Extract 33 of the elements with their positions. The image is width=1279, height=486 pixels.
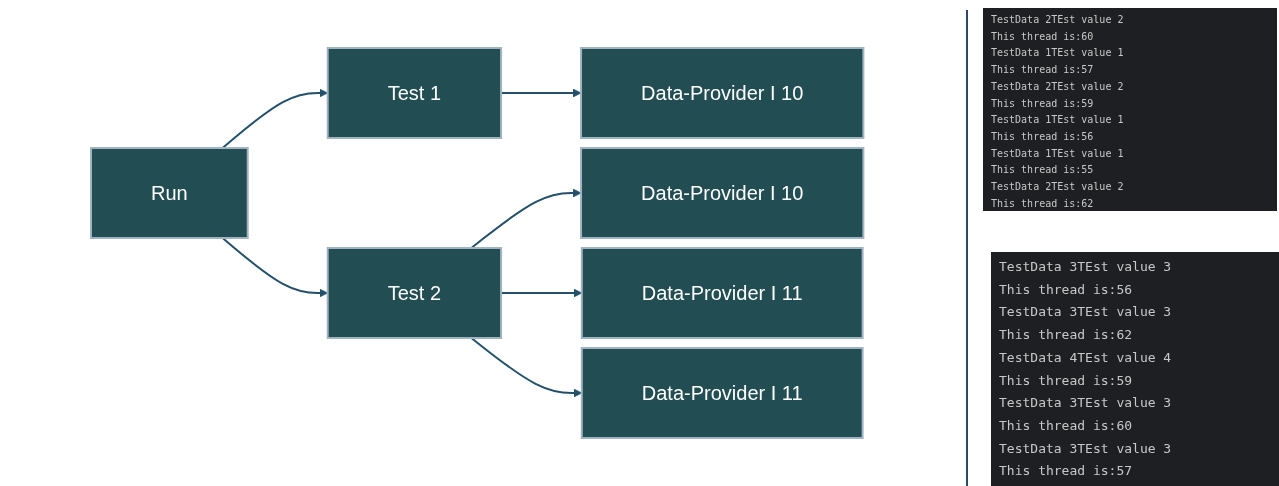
arrow xyxy=(221,88,329,149)
console-output-line: This thread is:62 xyxy=(999,326,1134,345)
node-box: Data-Provider I 11 xyxy=(581,247,864,339)
console-output-line: This thread is:59 xyxy=(991,96,1095,111)
console-output-line: This thread is:60 xyxy=(991,29,1095,44)
console-output-line: This thread is:56 xyxy=(999,280,1134,299)
console-output-line: TestData 1TEst value 1 xyxy=(991,146,1125,161)
console-output-line: This thread is:62 xyxy=(991,196,1095,211)
console-output-line: TestData 1TEst value 1 xyxy=(991,113,1125,128)
console-output-line: TestData 1TEst value 1 xyxy=(991,46,1125,61)
node-box: Test 2 xyxy=(327,247,503,339)
console-output-line: This thread is:59 xyxy=(999,371,1134,390)
node-box: Test 1 xyxy=(327,47,503,139)
arrow xyxy=(470,188,582,249)
node-box: Data-Provider I 10 xyxy=(580,47,865,139)
console-output-line: TestData 2TEst value 2 xyxy=(991,79,1125,94)
console-output-line: TestData 3TEst value 3 xyxy=(999,394,1173,413)
node-box: Data-Provider I 11 xyxy=(581,347,864,439)
node-box: Data-Provider I 10 xyxy=(580,147,865,239)
console-output-line: This thread is:57 xyxy=(999,462,1134,481)
console-output-line: TestData 2TEst value 2 xyxy=(991,13,1125,27)
console-output-line: TestData 3TEst value 3 xyxy=(999,303,1173,322)
console-output-line: TestData 3TEst value 3 xyxy=(999,439,1173,458)
console-output-line: TestData 3TEst value 3 xyxy=(999,258,1173,276)
console-output-line: This thread is:60 xyxy=(999,416,1134,435)
arrow xyxy=(470,337,583,398)
arrow xyxy=(221,237,329,298)
console-output-line: This thread is:57 xyxy=(991,63,1095,78)
console-output-line: This thread is:55 xyxy=(991,163,1095,178)
node-box: Run xyxy=(90,147,249,239)
console-output-line: TestData 4TEst value 4 xyxy=(999,348,1173,367)
console-output-line: TestData 2TEst value 2 xyxy=(991,180,1125,195)
console-output-line: This thread is:56 xyxy=(991,129,1095,144)
